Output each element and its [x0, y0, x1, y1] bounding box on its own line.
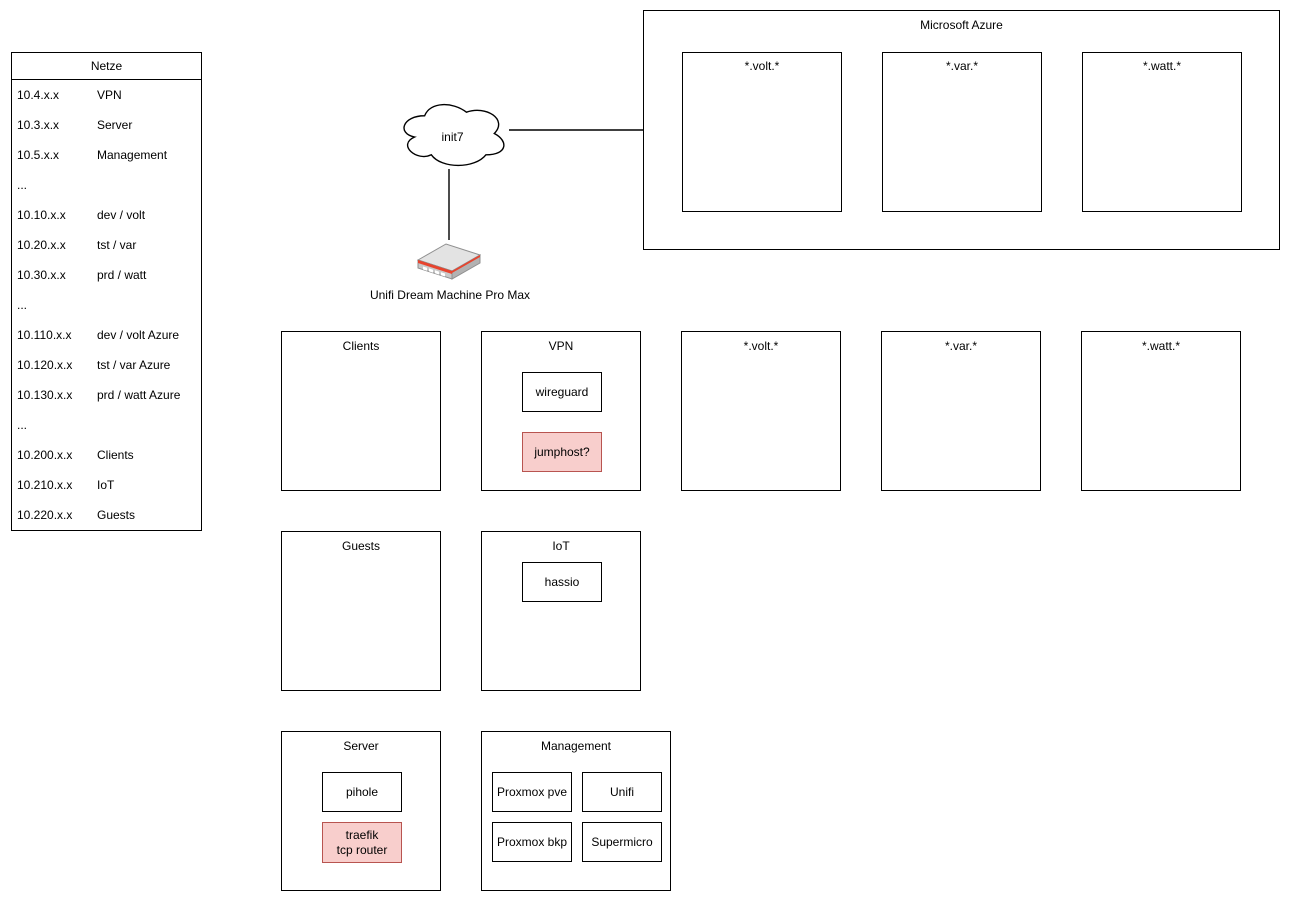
- node-supermicro: Supermicro: [582, 822, 662, 862]
- network-var-title: *.var.*: [944, 339, 977, 353]
- network-management: Management Proxmox pve Unifi Proxmox bkp…: [481, 731, 671, 891]
- internet-cloud: init7: [396, 98, 509, 169]
- azure-subnet-volt-label: *.volt.*: [744, 59, 780, 73]
- network-server-title: Server: [343, 739, 379, 753]
- network-volt-title: *.volt.*: [743, 339, 779, 353]
- internet-label: init7: [441, 129, 464, 144]
- network-iot-title: IoT: [552, 539, 570, 553]
- azure-group: Microsoft Azure *.volt.* *.var.* *.watt.…: [643, 10, 1280, 250]
- netze-row: ...: [17, 178, 28, 192]
- azure-subnet-var: *.var.*: [882, 52, 1042, 212]
- node-hassio: hassio: [522, 562, 602, 602]
- network-guests: Guests: [281, 531, 441, 691]
- node-wireguard: wireguard: [522, 372, 602, 412]
- network-var: *.var.*: [881, 331, 1041, 491]
- node-jumphost: jumphost?: [522, 432, 602, 472]
- network-vpn: VPN wireguard jumphost?: [481, 331, 641, 491]
- network-clients: Clients: [281, 331, 441, 491]
- netze-table-title: Netze: [12, 53, 201, 80]
- network-volt: *.volt.*: [681, 331, 841, 491]
- network-guests-title: Guests: [341, 539, 380, 553]
- azure-subnet-watt-label: *.watt.*: [1142, 59, 1181, 73]
- cloud-icon: [403, 103, 505, 167]
- azure-subnet-watt: *.watt.*: [1082, 52, 1242, 212]
- network-iot: IoT hassio: [481, 531, 641, 691]
- network-vpn-title: VPN: [548, 339, 574, 353]
- router-label: Unifi Dream Machine Pro Max: [369, 288, 531, 302]
- azure-subnet-volt: *.volt.*: [682, 52, 842, 212]
- azure-subnet-var-label: *.var.*: [945, 59, 978, 73]
- network-management-title: Management: [540, 739, 612, 753]
- network-clients-title: Clients: [342, 339, 380, 353]
- node-proxmox-bkp: Proxmox bkp: [492, 822, 572, 862]
- network-watt: *.watt.*: [1081, 331, 1241, 491]
- node-traefik-tcp-router: traefik tcp router: [322, 822, 402, 863]
- netze-row: ...: [17, 298, 28, 312]
- azure-group-title: Microsoft Azure: [920, 18, 1003, 32]
- router-icon: [416, 239, 482, 287]
- network-server: Server pihole traefik tcp router: [281, 731, 441, 891]
- network-watt-title: *.watt.*: [1141, 339, 1180, 353]
- node-unifi: Unifi: [582, 772, 662, 812]
- node-proxmox-pve: Proxmox pve: [492, 772, 572, 812]
- node-pihole: pihole: [322, 772, 402, 812]
- netze-row: ...: [17, 418, 28, 432]
